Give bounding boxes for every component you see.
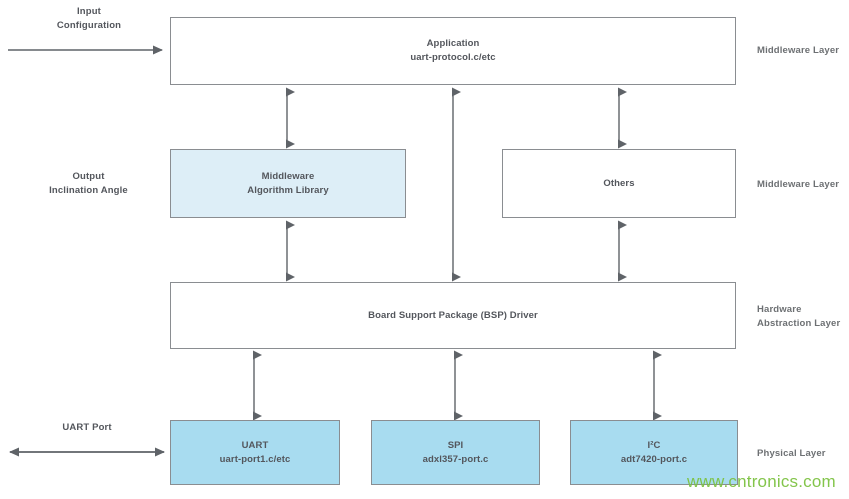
- box-i2c[interactable]: I²C adt7420-port.c: [570, 420, 738, 485]
- box-subtitle: uart-protocol.c/etc: [410, 52, 496, 63]
- box-subtitle: uart-port1.c/etc: [219, 453, 291, 465]
- box-bsp-driver[interactable]: Board Support Package (BSP) Driver: [170, 282, 736, 349]
- layer-label-middleware-layer-top: Middleware Layer: [757, 44, 849, 58]
- layer-label-line1: Hardware: [757, 304, 802, 315]
- edge-label-input-configuration: Input Configuration: [34, 5, 144, 33]
- edge-label-uart-port: UART Port: [22, 421, 152, 435]
- edge-label-line2: Configuration: [56, 19, 122, 31]
- box-subtitle: Algorithm Library: [247, 184, 329, 196]
- box-title: Middleware: [261, 170, 315, 182]
- box-middleware-algorithm-library[interactable]: Middleware Algorithm Library: [170, 149, 406, 218]
- edge-label-line1: UART Port: [62, 422, 112, 433]
- box-title: Board Support Package (BSP) Driver: [368, 309, 538, 321]
- layer-label-line1: Middleware Layer: [757, 45, 840, 56]
- box-uart[interactable]: UART uart-port1.c/etc: [170, 420, 340, 485]
- box-title: Application: [426, 38, 480, 50]
- edge-label-line2: Inclination Angle: [49, 184, 128, 196]
- box-spi[interactable]: SPI adxl357-port.c: [371, 420, 540, 485]
- edge-label-line1: Input: [77, 6, 101, 17]
- edge-label-output-inclination-angle: Output Inclination Angle: [16, 170, 161, 198]
- edge-label-line1: Output: [72, 171, 105, 182]
- layer-label-hardware-abstraction-layer: Hardware Abstraction Layer: [757, 303, 849, 332]
- box-title: SPI: [447, 439, 464, 451]
- layer-label-line2: Abstraction Layer: [757, 318, 841, 330]
- box-subtitle: adt7420-port.c: [620, 453, 688, 465]
- box-title: I²C: [647, 439, 661, 451]
- layer-label-physical-layer: Physical Layer: [757, 447, 849, 461]
- box-application[interactable]: Application uart-protocol.c/etc: [170, 17, 736, 85]
- box-title: UART: [241, 439, 269, 451]
- layer-label-line1: Middleware Layer: [757, 179, 840, 190]
- layer-label-middleware-layer-mid: Middleware Layer: [757, 178, 849, 192]
- box-subtitle: adxl357-port.c: [422, 453, 489, 465]
- box-others[interactable]: Others: [502, 149, 736, 218]
- box-title: Others: [603, 177, 635, 189]
- layer-label-line1: Physical Layer: [757, 448, 826, 459]
- watermark: www.cntronics.com: [687, 472, 836, 491]
